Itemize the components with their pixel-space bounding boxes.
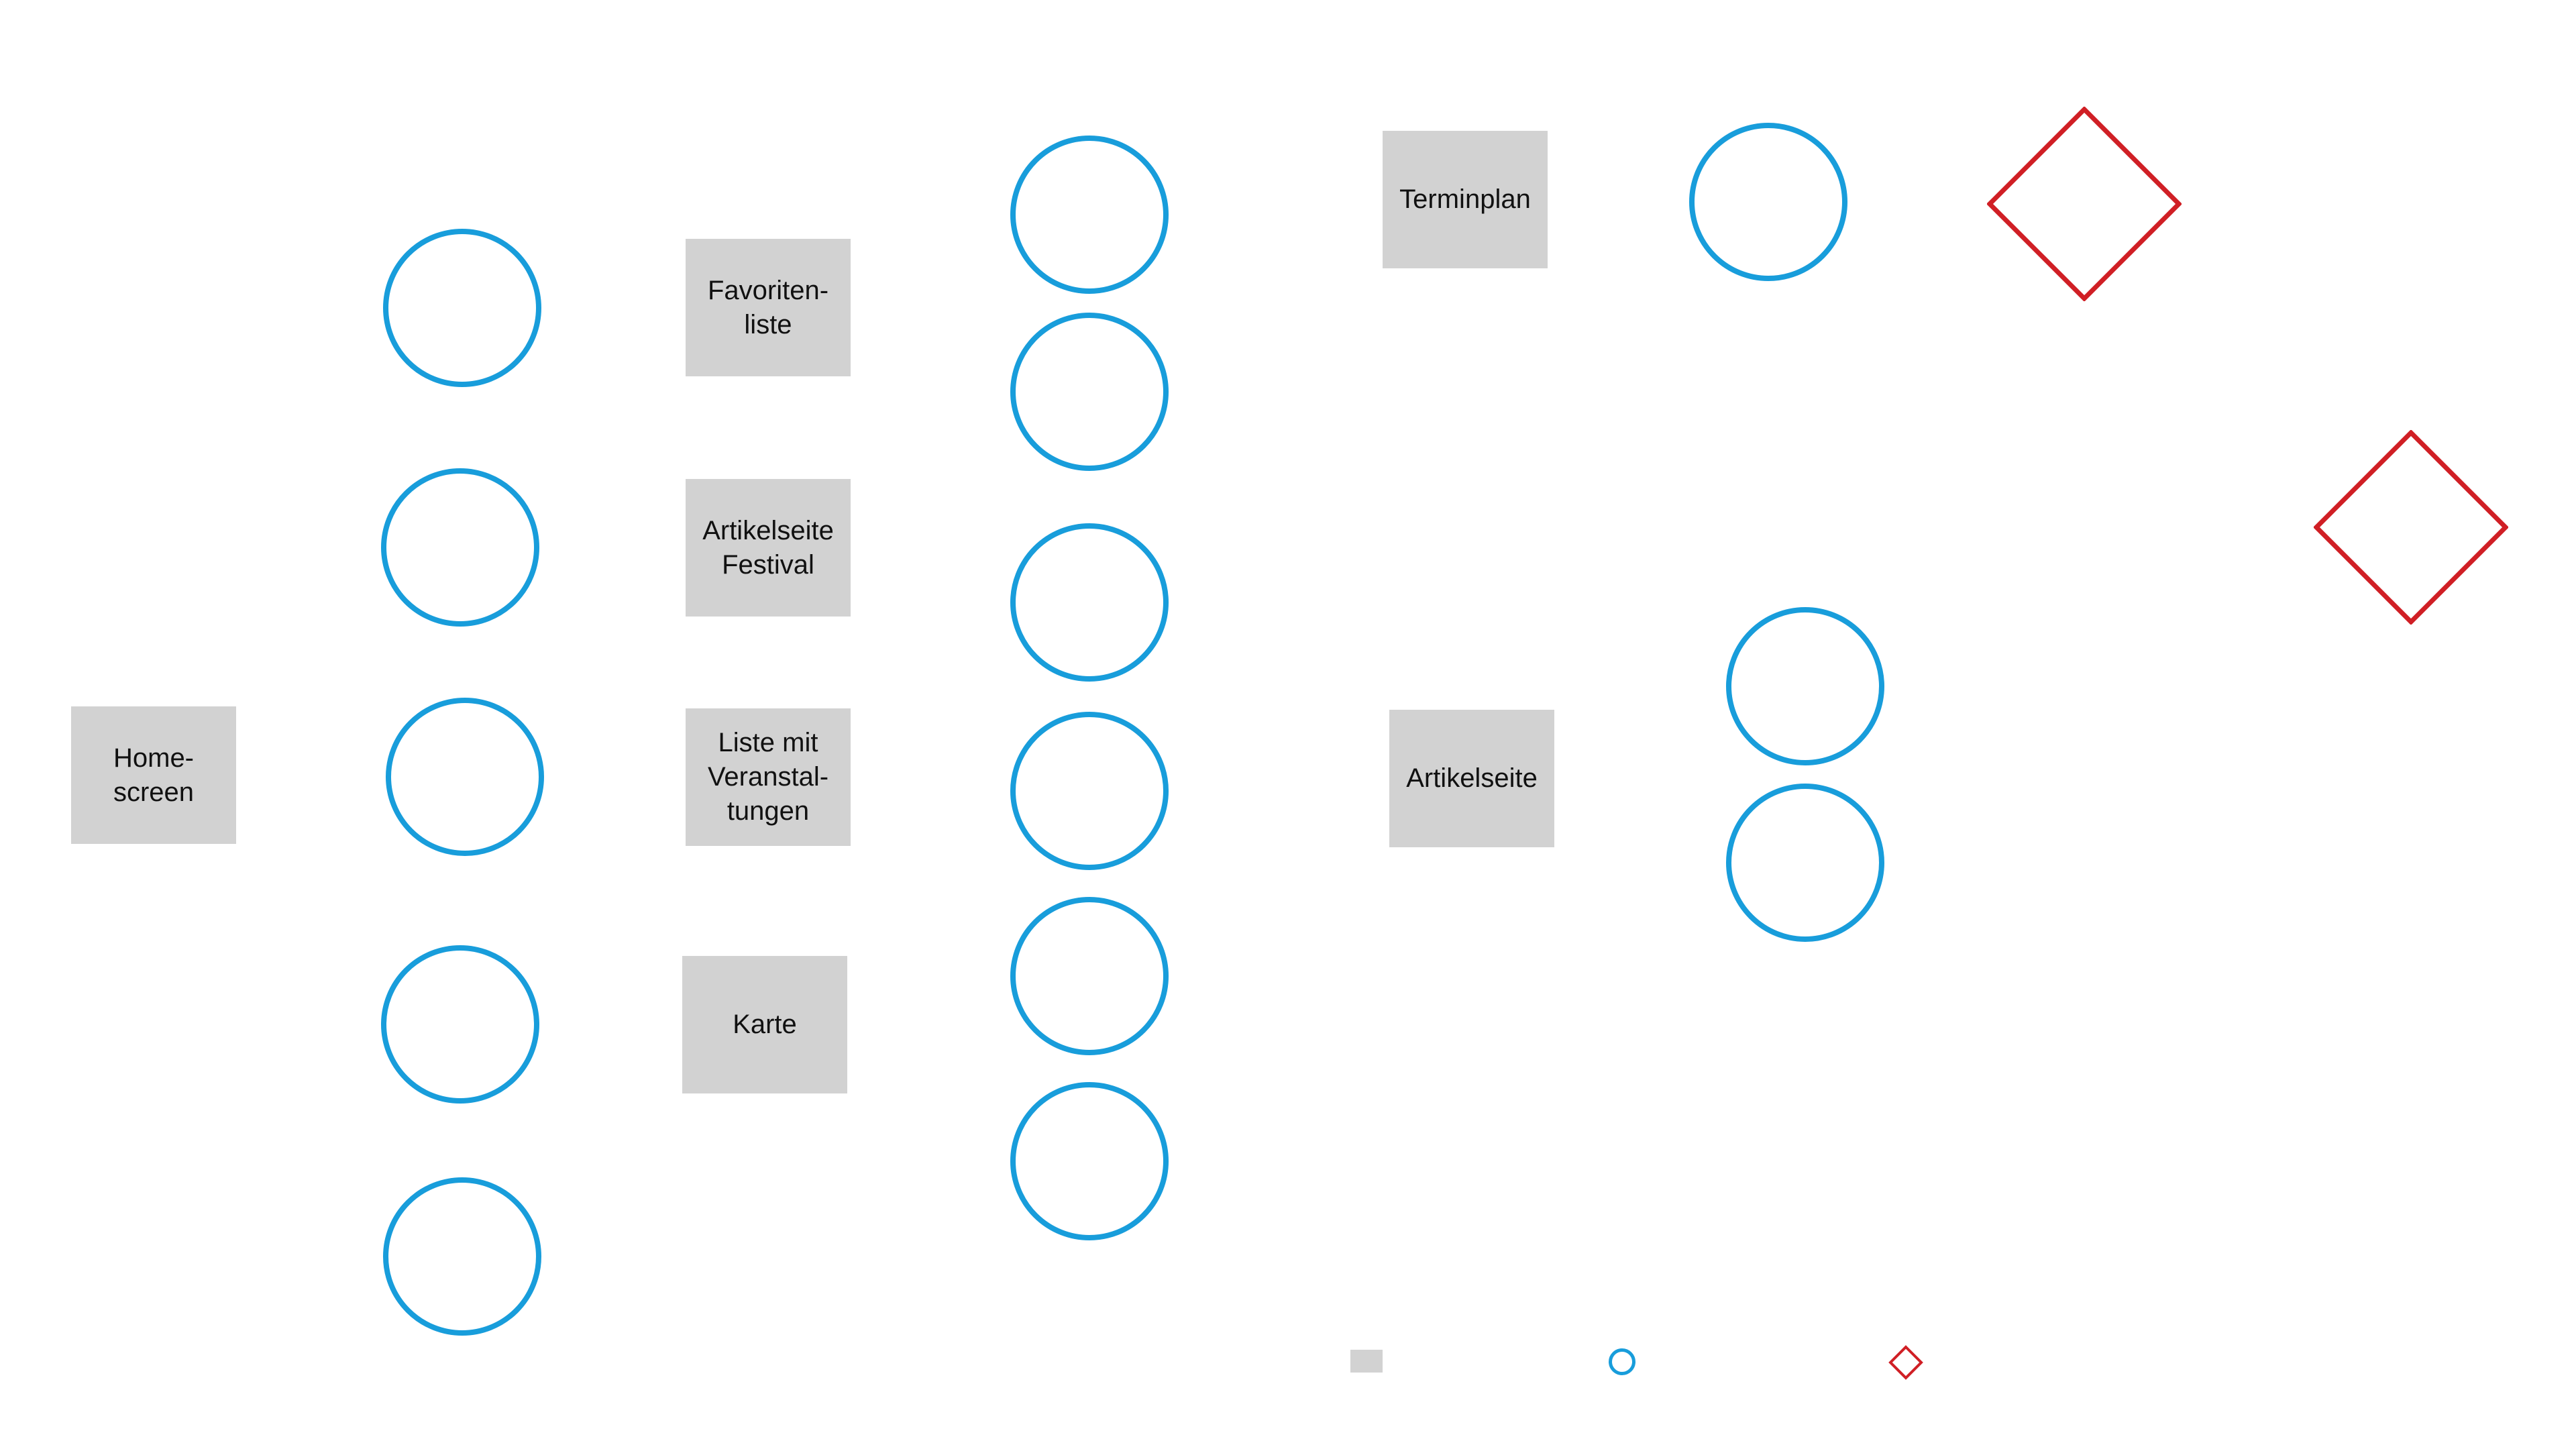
interaction-circle bbox=[383, 229, 541, 387]
screen-box-liste-veranstaltungen: Liste mit Veranstal- tungen bbox=[686, 708, 851, 846]
screen-label-karte: Karte bbox=[733, 1010, 797, 1039]
interaction-circle bbox=[1689, 123, 1847, 281]
interaction-circle bbox=[1726, 607, 1884, 765]
screen-box-terminplan: Terminplan bbox=[1383, 131, 1548, 268]
screen-label-liste-veranstaltungen: Liste mit Veranstal- tungen bbox=[707, 728, 829, 826]
screen-label-artikelseite: Artikelseite bbox=[1406, 763, 1538, 793]
interaction-circle bbox=[1010, 523, 1169, 682]
interaction-circle bbox=[383, 1177, 541, 1336]
interaction-circle bbox=[1010, 313, 1169, 471]
screen-box-artikelseite-festival: Artikelseite Festival bbox=[686, 479, 851, 617]
interaction-circle bbox=[381, 468, 539, 627]
interaction-circle bbox=[1010, 136, 1169, 294]
legend-screen-box-icon bbox=[1350, 1350, 1383, 1373]
screen-label-artikelseite-festival: Artikelseite Festival bbox=[702, 515, 834, 580]
screen-box-karte: Karte bbox=[682, 956, 847, 1093]
screen-box-artikelseite: Artikelseite bbox=[1389, 710, 1554, 847]
interaction-circle bbox=[1010, 1082, 1169, 1240]
decision-diamond bbox=[1987, 107, 2182, 301]
screen-box-homescreen: Home- screen bbox=[71, 706, 236, 844]
decision-diamond bbox=[2314, 430, 2508, 625]
interaction-circle bbox=[1010, 712, 1169, 870]
legend-circle-icon bbox=[1609, 1348, 1635, 1375]
screen-label-terminplan: Terminplan bbox=[1399, 184, 1531, 214]
screen-label-homescreen: Home- screen bbox=[113, 743, 195, 807]
interaction-circle bbox=[386, 698, 544, 856]
interaction-circle bbox=[1010, 897, 1169, 1055]
screen-label-favoritenliste: Favoriten- liste bbox=[707, 275, 829, 339]
legend-diamond-icon bbox=[1888, 1345, 1923, 1380]
screen-box-favoritenliste: Favoriten- liste bbox=[686, 239, 851, 376]
interaction-circle bbox=[1726, 784, 1884, 942]
interaction-circle bbox=[381, 945, 539, 1104]
